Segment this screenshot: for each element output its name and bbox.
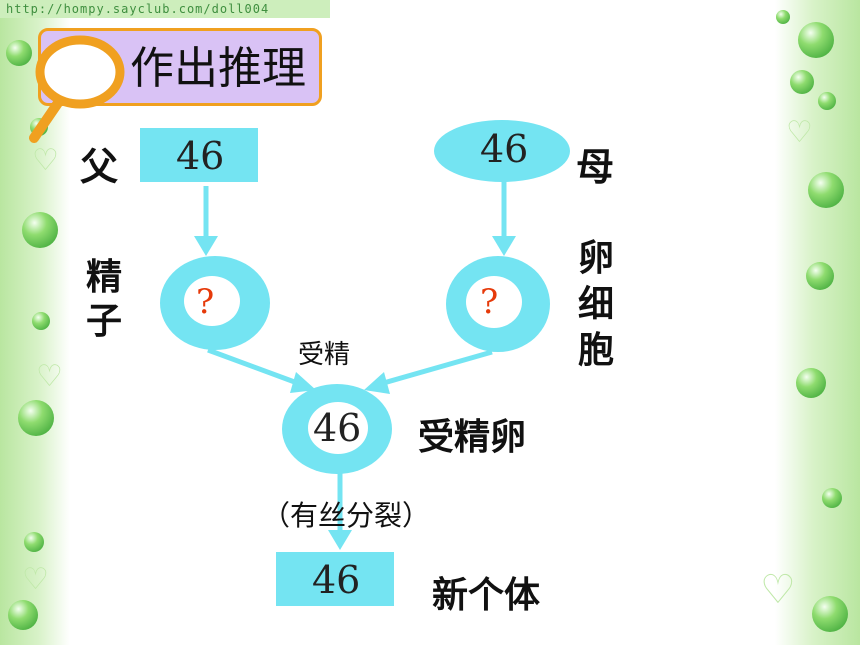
bubble-icon bbox=[18, 400, 54, 436]
father-label: 父 bbox=[80, 145, 119, 189]
bubble-icon bbox=[812, 596, 848, 632]
new-individual-label: 新个体 bbox=[432, 575, 541, 616]
father-chromosome-count: 46 bbox=[176, 134, 225, 178]
mother-label: 母 bbox=[576, 145, 615, 189]
bubble-icon bbox=[796, 368, 826, 398]
heart-icon: ♡ bbox=[32, 143, 59, 178]
fertilization-label: 受精 bbox=[298, 340, 351, 370]
heart-icon: ♡ bbox=[36, 359, 63, 394]
arrow-sperm-to-zygote bbox=[207, 347, 301, 387]
heart-icon: ♡ bbox=[760, 567, 796, 613]
page-title: 作出推理 bbox=[130, 43, 306, 94]
zygote-chromosome-count: 46 bbox=[313, 406, 362, 450]
zygote-label: 受精卵 bbox=[418, 417, 527, 458]
new-individual-chromosome-count: 46 bbox=[312, 558, 361, 602]
bubble-icon bbox=[808, 172, 844, 208]
bubble-icon bbox=[776, 10, 790, 24]
right-border-decoration bbox=[775, 0, 860, 645]
bubble-icon bbox=[8, 600, 38, 630]
mitosis-label: （有丝分裂） bbox=[262, 499, 431, 532]
bubble-icon bbox=[806, 262, 834, 290]
father-chromosome-box bbox=[140, 128, 258, 182]
egg-cell-nucleus bbox=[466, 276, 522, 328]
arrow-egg-to-zygote bbox=[379, 349, 493, 387]
mother-chromosome-oval bbox=[434, 120, 570, 182]
new-individual-box bbox=[276, 552, 394, 606]
sperm-cell-nucleus bbox=[184, 276, 240, 326]
bubble-icon bbox=[818, 92, 836, 110]
bubble-icon bbox=[822, 488, 842, 508]
watermark-strip bbox=[0, 0, 330, 18]
heart-icon: ♡ bbox=[22, 562, 49, 597]
bubble-icon bbox=[32, 312, 50, 330]
egg-chromosome-count: ? bbox=[480, 282, 499, 322]
bubble-icon bbox=[798, 22, 834, 58]
magnifier-icon bbox=[29, 35, 125, 143]
heart-icon: ♡ bbox=[786, 115, 813, 150]
mother-chromosome-count: 46 bbox=[480, 127, 529, 171]
bubble-icon bbox=[24, 532, 44, 552]
bubble-icon bbox=[22, 212, 58, 248]
bubble-icon bbox=[6, 40, 32, 66]
egg-label: 卵细胞 bbox=[577, 238, 614, 371]
zygote-cell-nucleus bbox=[308, 402, 368, 454]
bubble-icon bbox=[790, 70, 814, 94]
sperm-label: 精子 bbox=[85, 257, 122, 342]
sperm-chromosome-count: ? bbox=[196, 282, 215, 322]
watermark-text: http://hompy.sayclub.com/doll004 bbox=[6, 2, 270, 16]
